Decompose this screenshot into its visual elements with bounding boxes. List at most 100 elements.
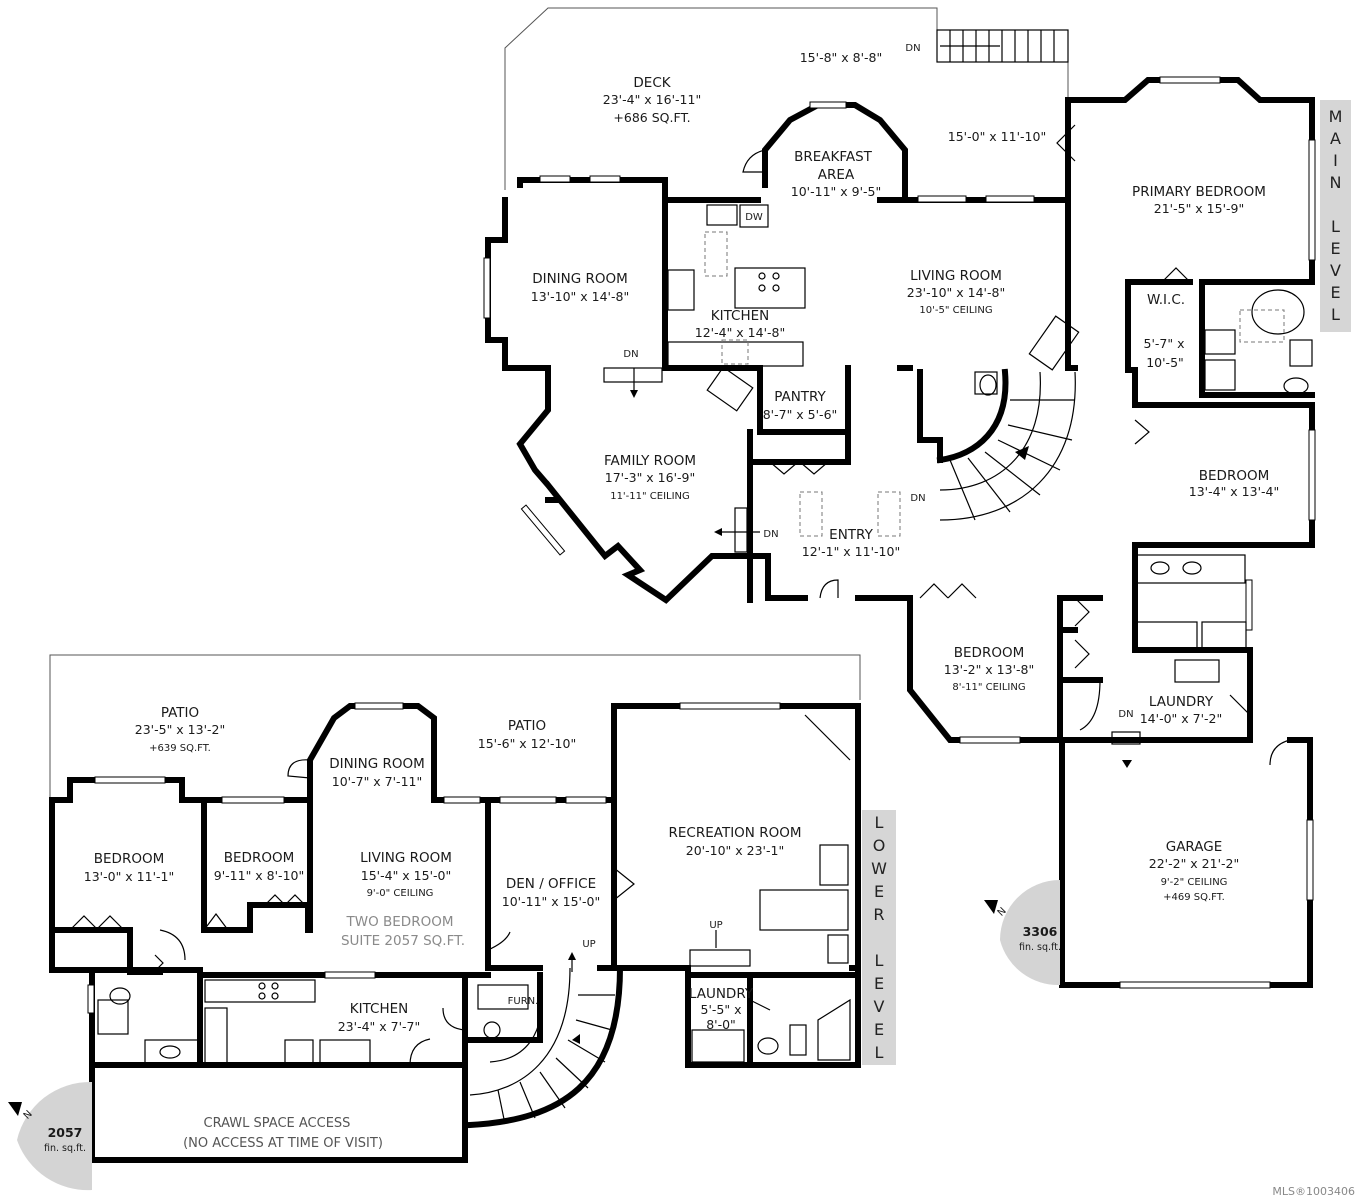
furn-mark: FURN. <box>508 996 539 1007</box>
patio-mid-dim: 15'-6" x 12'-10" <box>478 736 576 751</box>
primary-bedroom-dim: 21'-5" x 15'-9" <box>1154 201 1244 216</box>
pantry-name: PANTRY <box>774 389 826 405</box>
entry-skylight-1 <box>799 491 823 537</box>
primary-bedroom-name: PRIMARY BEDROOM <box>1132 184 1266 200</box>
garage-note: 9'-2" CEILING <box>1161 877 1228 888</box>
lower-living-name: LIVING ROOM <box>360 850 452 866</box>
garage-dim: 22'-2" x 21'-2" <box>1149 856 1239 871</box>
lower-dining-name: DINING ROOM <box>329 756 425 772</box>
patio-mid-name: PATIO <box>508 718 546 734</box>
main-dn-arrows <box>603 367 1141 768</box>
main-sqft-badge: N 3306 fin. sq.ft. <box>984 880 1061 986</box>
living-room-note: 10'-5" CEILING <box>919 305 992 316</box>
deck-dim: 23'-4" x 16'-11" <box>603 92 701 107</box>
kitchen-name: KITCHEN <box>711 308 770 324</box>
family-room-name: FAMILY ROOM <box>604 453 696 469</box>
laundry-main-dim: 14'-0" x 7'-2" <box>1140 711 1223 726</box>
breakfast-dim: 10'-11" x 9'-5" <box>791 184 881 199</box>
lower-laundry-dim-1: 5'-5" x <box>701 1002 742 1017</box>
bedroom-b-dim: 9'-11" x 8'-10" <box>214 868 304 883</box>
main-spiral-stairs <box>917 368 1076 521</box>
entry-skylight-2 <box>877 491 901 537</box>
dw-mark: DW <box>745 212 763 223</box>
kitchen-dim: 12'-4" x 14'-8" <box>695 325 785 340</box>
breakfast-name-1: BREAKFAST <box>794 149 873 165</box>
bedroom-a-name: BEDROOM <box>94 851 164 867</box>
lower-fixtures <box>97 714 851 1065</box>
bedroom-a-dim: 13'-0" x 11'-1" <box>84 869 174 884</box>
dn-mark-family: DN <box>623 349 638 360</box>
main-walls <box>485 97 1315 988</box>
lower-walls <box>49 703 861 1163</box>
wic-dim-2: 10'-5" <box>1146 355 1184 370</box>
deck-extra: +686 SQ.FT. <box>613 110 690 125</box>
dining-room-dim: 13'-10" x 14'-8" <box>531 289 629 304</box>
family-room-note: 11'-11" CEILING <box>610 491 690 502</box>
kitchen-fixtures <box>667 204 1080 412</box>
bedroom-b-name: BEDROOM <box>224 850 294 866</box>
patio-left-dim: 23'-5" x 13'-2" <box>135 722 225 737</box>
lower-north-arrow-icon <box>8 1102 22 1116</box>
bedroom-2-dim: 13'-2" x 13'-8" <box>944 662 1034 677</box>
lower-laundry-dim-2: 8'-0" <box>706 1017 736 1032</box>
den-name: DEN / OFFICE <box>506 876 596 892</box>
lower-sqft-value: 2057 <box>48 1125 83 1140</box>
lower-living-dim: 15'-4" x 15'-0" <box>361 868 451 883</box>
main-sqft-unit: fin. sq.ft. <box>1019 942 1061 953</box>
patio-outline <box>49 654 861 798</box>
up-mark-stairs: UP <box>582 939 595 950</box>
suite-label-1: TWO BEDROOM <box>346 914 454 930</box>
lower-kitchen-name: KITCHEN <box>350 1001 409 1017</box>
living-room-dim: 23'-10" x 14'-8" <box>907 285 1005 300</box>
deck-stairs <box>936 29 1069 63</box>
lower-kitchen-dim: 23'-4" x 7'-7" <box>338 1019 421 1034</box>
pantry-dim: 8'-7" x 5'-6" <box>763 407 838 422</box>
crawl-name: CRAWL SPACE ACCESS <box>204 1116 351 1131</box>
lower-dining-dim: 10'-7" x 7'-11" <box>332 774 422 789</box>
bedroom-2-name: BEDROOM <box>954 645 1024 661</box>
lower-level-plan: PATIO 23'-5" x 13'-2" +639 SQ.FT. PATIO … <box>8 654 861 1191</box>
bedroom-1-name: BEDROOM <box>1199 468 1269 484</box>
deck-right-dim: 15'-0" x 11'-10" <box>948 129 1046 144</box>
breakfast-name-2: AREA <box>818 167 855 183</box>
recreation-name: RECREATION ROOM <box>669 825 802 841</box>
patio-left-name: PATIO <box>161 705 199 721</box>
laundry-main-name: LAUNDRY <box>1149 694 1214 710</box>
main-bath-fixtures <box>979 289 1313 683</box>
bedroom-1-dim: 13'-4" x 13'-4" <box>1189 484 1279 499</box>
living-room-name: LIVING ROOM <box>910 268 1002 284</box>
lower-sqft-unit: fin. sq.ft. <box>44 1143 86 1154</box>
main-sqft-value: 3306 <box>1023 924 1058 939</box>
mls-number: MLS®1003406 <box>1272 1185 1355 1198</box>
main-north-arrow-icon <box>984 900 998 914</box>
dn-mark-garage: DN <box>1118 709 1133 720</box>
main-level-plan: 15'-8" x 8'-8" DN DECK 23'-4" x 16'-11" … <box>483 7 1316 989</box>
wic-name: W.I.C. <box>1147 292 1185 308</box>
lower-sqft-badge: N 2057 fin. sq.ft. <box>8 1081 92 1191</box>
dn-mark-deck: DN <box>905 43 920 54</box>
dn-mark-family-exit: DN <box>763 529 778 540</box>
lower-laundry-name: LAUNDRY <box>689 986 754 1002</box>
lower-living-note: 9'-0" CEILING <box>367 888 434 899</box>
doors-main <box>742 124 1291 766</box>
entry-dim: 12'-1" x 11'-10" <box>802 544 900 559</box>
entry-name: ENTRY <box>829 527 873 543</box>
garage-name: GARAGE <box>1166 839 1223 855</box>
recreation-dim: 20'-10" x 23'-1" <box>686 843 784 858</box>
dining-room-name: DINING ROOM <box>532 271 628 287</box>
patio-left-extra: +639 SQ.FT. <box>149 743 211 754</box>
deck-name: DECK <box>633 75 671 91</box>
windows-lower <box>87 702 781 1014</box>
wic-dim-1: 5'-7" x <box>1144 336 1185 351</box>
suite-label-2: SUITE 2057 SQ.FT. <box>341 933 465 949</box>
windows-main <box>483 76 1316 989</box>
up-mark-rec: UP <box>709 920 722 931</box>
dn-mark-stairs: DN <box>910 493 925 504</box>
deck-outline <box>504 7 1069 190</box>
doors-lower <box>69 759 771 1066</box>
den-dim: 10'-11" x 15'-0" <box>502 894 600 909</box>
family-room-dim: 17'-3" x 16'-9" <box>605 470 695 485</box>
